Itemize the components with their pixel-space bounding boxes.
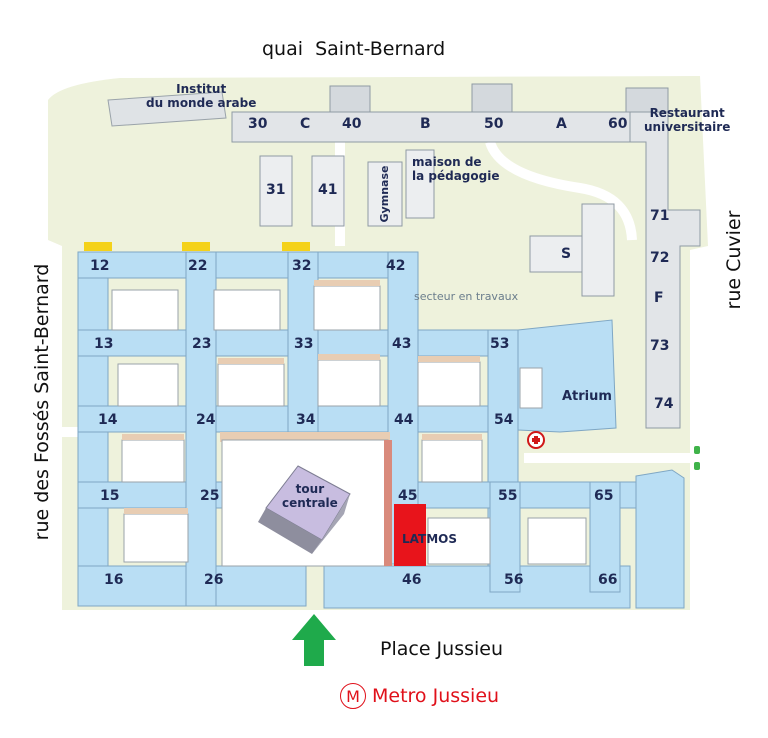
street-quai-saint-bernard: quai Saint-Bernard: [262, 38, 446, 60]
street-rue-cuvier: rue Cuvier: [723, 210, 745, 310]
label-31: 31: [266, 182, 286, 198]
label-42: 42: [386, 258, 406, 274]
label-b: B: [420, 116, 431, 132]
label-latmos: LATMOS: [402, 532, 457, 546]
east-building-bar: [629, 111, 701, 429]
label-53: 53: [490, 336, 510, 352]
plaza-wall: [384, 440, 392, 566]
label-40: 40: [342, 116, 362, 132]
roof-marker: [282, 242, 310, 251]
label-73: 73: [650, 338, 670, 354]
label-15: 15: [100, 488, 120, 504]
label-a: A: [556, 116, 567, 132]
courtyards: [111, 285, 587, 565]
roof-marker: [182, 242, 210, 251]
label-16: 16: [104, 572, 124, 588]
tour-centrale-side: [258, 508, 322, 554]
entrance-marker: [694, 462, 700, 470]
entrance-arrow: [292, 614, 336, 666]
label-22: 22: [188, 258, 208, 274]
label-f: F: [654, 290, 664, 306]
label-14: 14: [98, 412, 118, 428]
north-building-tower: [329, 85, 371, 113]
label-maison: maison de la pédagogie: [412, 155, 500, 183]
institut-building: [107, 91, 227, 127]
label-12: 12: [90, 258, 110, 274]
label-33: 33: [294, 336, 314, 352]
street-rue-des-fosses-saint-bernard: rue des Fossés Saint-Bernard: [31, 263, 53, 541]
metro-icon: M: [340, 683, 366, 709]
label-46: 46: [402, 572, 422, 588]
label-30: 30: [248, 116, 268, 132]
label-gymnase: Gymnase: [378, 165, 391, 223]
label-25: 25: [200, 488, 220, 504]
label-23: 23: [192, 336, 212, 352]
label-tour-centrale: tour centrale: [282, 482, 338, 510]
label-c: C: [300, 116, 311, 132]
label-atrium: Atrium: [562, 389, 612, 404]
label-45: 45: [398, 488, 418, 504]
north-building-bar: [231, 111, 631, 143]
label-60: 60: [608, 116, 628, 132]
gymnase-building: [367, 161, 403, 227]
s-building-wing: [581, 203, 615, 297]
north-building-tower: [471, 83, 513, 113]
label-41: 41: [318, 182, 338, 198]
label-institut: Institut du monde arabe: [146, 82, 257, 110]
label-71: 71: [650, 208, 670, 224]
label-32: 32: [292, 258, 312, 274]
label-43: 43: [392, 336, 412, 352]
label-secteur-en-travaux: secteur en travaux: [414, 290, 519, 303]
label-65: 65: [594, 488, 614, 504]
courtyard-walls: [122, 280, 482, 514]
label-26: 26: [204, 572, 224, 588]
label-34: 34: [296, 412, 316, 428]
label-44: 44: [394, 412, 414, 428]
first-aid-icon-bar: [534, 436, 538, 444]
maison-building: [405, 149, 435, 219]
label-place-jussieu: Place Jussieu: [380, 638, 504, 660]
building-41: [311, 155, 345, 227]
entrance-marker: [694, 446, 700, 454]
label-72: 72: [650, 250, 670, 266]
label-66: 66: [598, 572, 618, 588]
s-building: [529, 235, 583, 273]
label-55: 55: [498, 488, 518, 504]
roof-marker: [84, 242, 112, 251]
label-metro-jussieu: Metro Jussieu: [372, 685, 500, 707]
label-54: 54: [494, 412, 514, 428]
footpath: [485, 140, 637, 241]
label-13: 13: [94, 336, 114, 352]
label-building-s: S: [561, 246, 572, 262]
building-31: [259, 155, 293, 227]
grid-buildings: [77, 251, 685, 609]
label-24: 24: [196, 412, 216, 428]
label-restaurant: Restaurant universitaire: [644, 106, 731, 134]
label-56: 56: [504, 572, 524, 588]
label-50: 50: [484, 116, 504, 132]
label-74: 74: [654, 396, 674, 412]
latmos-highlight: [394, 504, 426, 566]
